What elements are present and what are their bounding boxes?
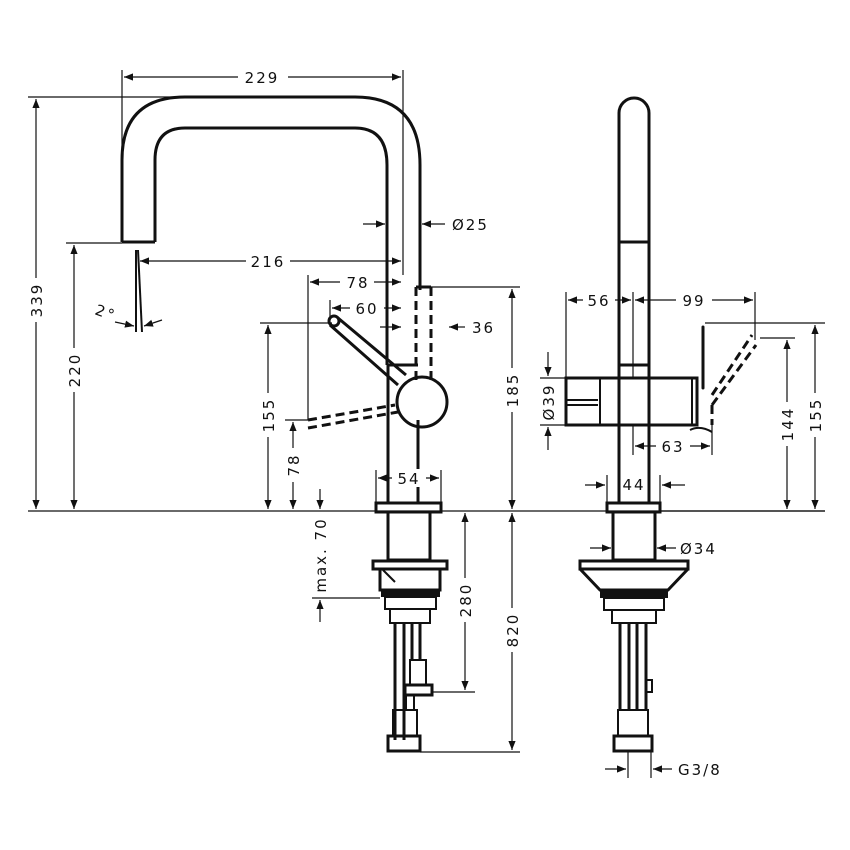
handle-hub [395,375,449,429]
dim-36: 36 [472,319,495,337]
dim-820: 820 [504,613,522,648]
dim-78-low: 78 [285,453,303,476]
dim-d39: Ø39 [540,384,558,421]
dim-56: 56 [587,292,610,310]
dim-216: 216 [251,253,286,271]
dim-60: 60 [355,300,378,318]
dim-99: 99 [682,292,705,310]
dim-max70: max. 70 [312,517,330,592]
dim-angle: 2° [93,301,119,325]
dim-155-right: 155 [807,398,825,433]
dim-280: 280 [457,583,475,618]
dim-155-left: 155 [260,398,278,433]
dim-44: 44 [622,476,645,494]
dim-54: 54 [397,470,420,488]
dim-78-top: 78 [346,274,369,292]
dim-229: 229 [245,69,280,87]
front-view-faucet [564,96,758,753]
dim-144: 144 [779,407,797,442]
dim-63: 63 [661,438,684,456]
front-view-dimensions: 56 99 Ø39 63 144 155 44 Ø34 G3/8 [539,291,825,779]
dim-d25: Ø25 [452,216,489,234]
dim-220: 220 [66,353,84,388]
lever [329,316,407,387]
dim-d34: Ø34 [680,540,717,558]
dim-g38: G3/8 [678,761,722,779]
side-view-faucet [120,95,449,753]
lever-open [307,403,399,430]
dim-185: 185 [504,373,522,408]
dim-339: 339 [28,283,46,318]
spout-inner [153,126,389,365]
spout-outer [120,95,422,290]
side-view-dimensions: 229 339 220 216 Ø25 2° 78 60 36 155 [27,68,522,753]
